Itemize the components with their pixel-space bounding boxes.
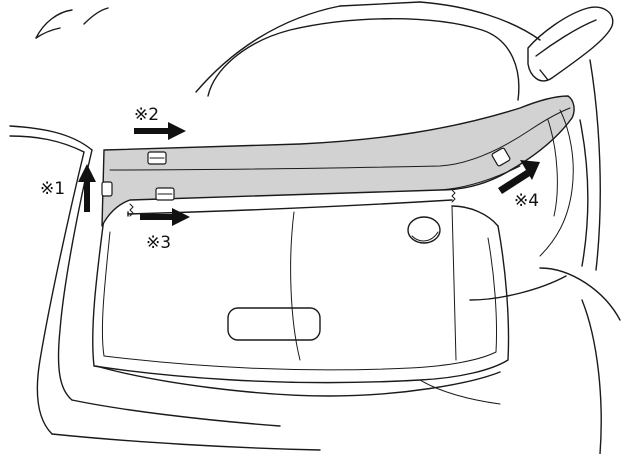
arrow-1-up: [78, 164, 96, 212]
clip-1: [101, 181, 113, 197]
glove-box-knob: [407, 216, 441, 244]
callout-1-label: ※1: [40, 179, 65, 199]
arrow-3-right: [140, 208, 190, 226]
glove-box-compartment: [92, 199, 510, 405]
trim-panel: [101, 95, 575, 257]
inner-guide-lines: [290, 205, 457, 361]
dashboard-upper-panel: [207, 1, 541, 101]
springs: [129, 189, 456, 217]
clip-3: [155, 187, 175, 201]
callout-4-label: ※4: [514, 191, 539, 211]
glove-box-handle-slot: [227, 307, 321, 341]
dashboard-left-edge: [9, 125, 321, 451]
arrow-4-up-right: [498, 160, 540, 194]
dashboard-right-side: [469, 59, 621, 454]
clip-2: [147, 151, 167, 165]
grab-handle: [527, 6, 614, 82]
callout-2-label: ※2: [134, 105, 159, 125]
dashboard-top-edge: [35, 1, 421, 93]
arrow-2-right: [134, 122, 186, 140]
callout-3-label: ※3: [146, 233, 171, 253]
clip-4: [491, 147, 511, 167]
